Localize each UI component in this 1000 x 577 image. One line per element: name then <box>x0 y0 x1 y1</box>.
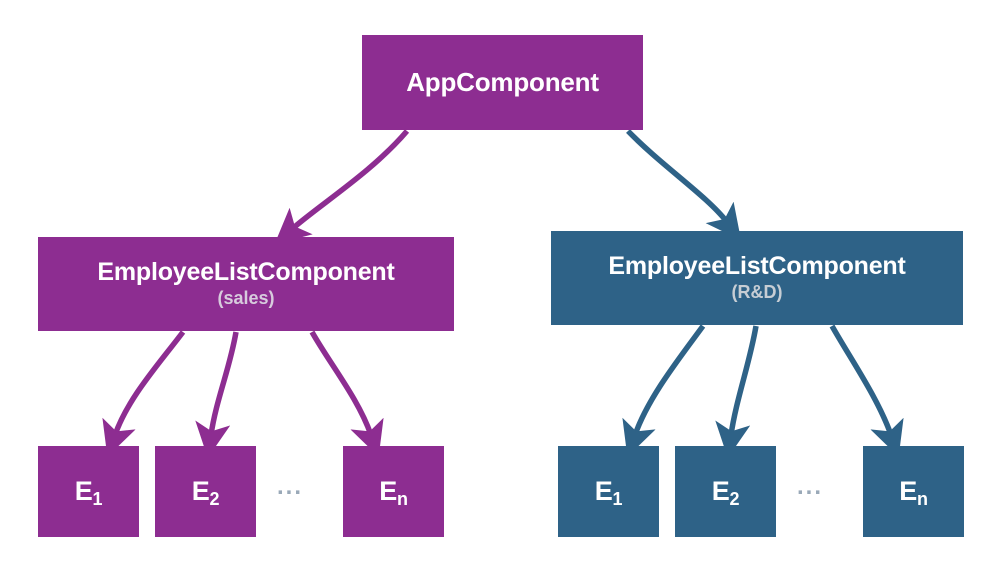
node-employee-list-sales-label: EmployeeListComponent <box>97 258 395 287</box>
node-app-component-label: AppComponent <box>406 67 599 98</box>
employee-index: 1 <box>92 488 103 509</box>
node-employee-sales-n-label: En <box>379 475 408 509</box>
node-employee-sales-2-label: E2 <box>191 475 220 509</box>
node-employee-sales-1-label: E1 <box>74 475 103 509</box>
employee-letter: E <box>379 475 397 506</box>
ellipsis-sales: ... <box>276 473 303 500</box>
node-employee-list-rd-label: EmployeeListComponent <box>608 252 906 281</box>
employee-index: n <box>917 488 928 509</box>
edge-sales-to-leaf-2 <box>195 331 239 458</box>
node-employee-list-sales[interactable]: EmployeeListComponent (sales) <box>38 237 454 331</box>
edge-app-to-sales <box>274 129 410 245</box>
node-employee-list-sales-sublabel: (sales) <box>217 287 275 308</box>
edge-sales-to-leaf-n <box>309 330 384 457</box>
edge-rd-to-leaf-n <box>829 324 904 457</box>
node-employee-rd-n[interactable]: En <box>863 446 964 537</box>
employee-letter: E <box>594 475 613 506</box>
employee-index: 1 <box>612 488 623 509</box>
node-employee-sales-n[interactable]: En <box>343 446 444 537</box>
node-employee-sales-1[interactable]: E1 <box>38 446 139 537</box>
node-employee-rd-1-label: E1 <box>594 475 623 509</box>
node-employee-sales-2[interactable]: E2 <box>155 446 256 537</box>
edge-app-to-rd <box>626 129 742 241</box>
node-employee-rd-2[interactable]: E2 <box>675 446 776 537</box>
node-employee-list-rd[interactable]: EmployeeListComponent (R&D) <box>551 231 963 325</box>
employee-index: n <box>397 488 408 509</box>
employee-letter: E <box>899 475 917 506</box>
ellipsis-rd: ... <box>796 473 823 500</box>
edge-sales-to-leaf-1 <box>102 330 186 457</box>
employee-letter: E <box>711 475 730 506</box>
node-employee-rd-2-label: E2 <box>711 475 740 509</box>
employee-letter: E <box>191 475 210 506</box>
employee-letter: E <box>74 475 93 506</box>
node-employee-rd-n-label: En <box>899 475 928 509</box>
employee-index: 2 <box>209 488 220 509</box>
node-employee-rd-1[interactable]: E1 <box>558 446 659 537</box>
node-employee-list-rd-sublabel: (R&D) <box>731 281 783 302</box>
edge-rd-to-leaf-1 <box>622 324 706 457</box>
employee-index: 2 <box>729 488 740 509</box>
node-app-component[interactable]: AppComponent <box>362 35 643 130</box>
edge-rd-to-leaf-2 <box>715 325 759 458</box>
